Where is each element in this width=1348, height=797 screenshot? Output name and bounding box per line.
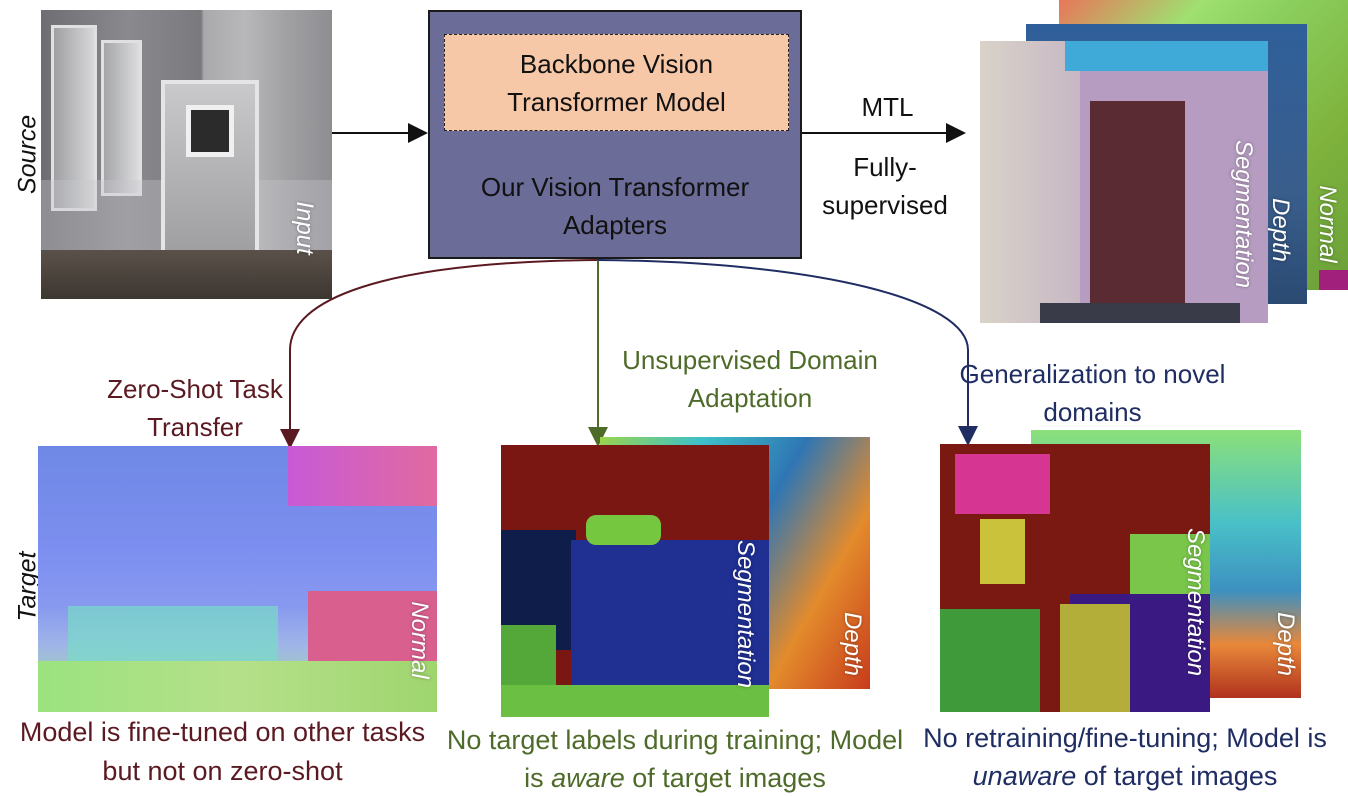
generalization-caption-emphasis: unaware bbox=[972, 761, 1077, 791]
zero-shot-label: Zero-Shot Task Transfer bbox=[107, 374, 283, 442]
zero-shot-normal-label: Normal bbox=[406, 601, 433, 679]
uda-caption-tail: of target images bbox=[624, 763, 826, 793]
mtl-label: MTL bbox=[861, 92, 914, 122]
generalization-caption: No retraining/fine-tuning; Model is unaw… bbox=[905, 719, 1345, 795]
generalization-segmentation-image bbox=[940, 444, 1210, 712]
generalization-segmentation-label: Segmentation bbox=[1182, 527, 1209, 677]
uda-depth-label: Depth bbox=[839, 611, 866, 677]
uda-segmentation-image bbox=[501, 445, 769, 717]
generalization-caption-text: No retraining/fine-tuning; Model is bbox=[923, 723, 1327, 753]
uda-segmentation-label: Segmentation bbox=[732, 539, 759, 689]
zero-shot-normal-image bbox=[38, 446, 437, 712]
output-segmentation-label: Segmentation bbox=[1230, 139, 1257, 289]
source-input-image bbox=[41, 10, 332, 299]
uda-caption-text: No target labels during training; Model … bbox=[446, 725, 904, 793]
output-depth-label: Depth bbox=[1267, 197, 1294, 263]
generalization-caption-tail: of target images bbox=[1076, 761, 1278, 791]
uda-caption-emphasis: aware bbox=[551, 763, 625, 793]
output-segmentation-map bbox=[980, 41, 1268, 323]
backbone-model-box: Backbone Vision Transformer Model bbox=[444, 34, 789, 131]
adapter-label: Our Vision Transformer Adapters bbox=[480, 172, 750, 240]
uda-label: Unsupervised Domain Adaptation bbox=[622, 345, 878, 413]
fully-supervised-label: Fully-supervised bbox=[822, 152, 948, 220]
generalization-arrow bbox=[597, 259, 978, 446]
zero-shot-arrow bbox=[280, 259, 599, 449]
backbone-label: Backbone Vision Transformer Model bbox=[507, 48, 726, 117]
source-row-label: Source bbox=[13, 114, 42, 195]
output-normal-label: Normal bbox=[1314, 185, 1341, 263]
generalization-label: Generalization to novel domains bbox=[959, 359, 1226, 427]
generalization-depth-label: Depth bbox=[1272, 611, 1299, 677]
uda-caption: No target labels during training; Model … bbox=[440, 721, 910, 797]
input-label: Input bbox=[291, 201, 318, 255]
zero-shot-caption: Model is fine-tuned on other tasks but n… bbox=[19, 717, 426, 786]
